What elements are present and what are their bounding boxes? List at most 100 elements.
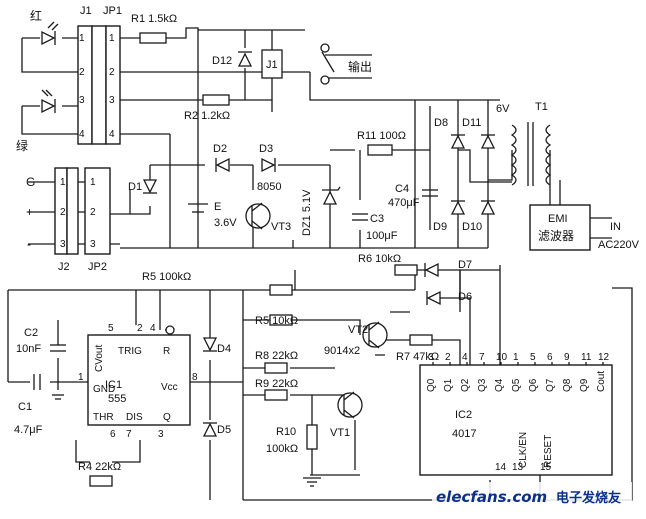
ic2-4017: IC2 4017 Q03Q12Q24Q37Q410Q51Q65Q76Q89Q91… xyxy=(419,352,613,476)
j1-label: J1 xyxy=(80,5,92,17)
emi-filter: EMI 滤波器 IN AC220V xyxy=(529,204,640,251)
c4-value: 470μF xyxy=(388,197,420,209)
ic1-pin-q: Q xyxy=(163,412,171,423)
ic2-output-q4: Q4 xyxy=(494,378,505,392)
output-label: 输出 xyxy=(348,59,372,74)
ic2-bottom-pin-15: 15 xyxy=(540,462,552,473)
resistor-r11: R11 100Ω xyxy=(357,130,406,156)
resistor-r2: R2 1.2kΩ xyxy=(184,94,230,122)
d12-label: D12 xyxy=(212,55,232,67)
ic1-pinnum-1: 1 xyxy=(78,372,84,383)
resistor-r10: R10 100kΩ xyxy=(266,424,318,455)
diode-d6: D6 xyxy=(426,290,472,306)
jp1-pin-4: 4 xyxy=(109,129,115,140)
ic2-top-pin-number: 12 xyxy=(598,352,610,363)
r2-label: R2 1.2kΩ xyxy=(184,110,230,122)
ic2-output-q2: Q2 xyxy=(460,378,471,392)
led-red: 红 xyxy=(30,8,59,46)
jp2-pin-3: 3 xyxy=(90,239,96,250)
ic2-output-q6: Q6 xyxy=(528,378,539,392)
ic2-top-pin-number: 5 xyxy=(530,352,536,363)
diode-d12: D12 xyxy=(212,51,253,67)
diode-d7: D7 xyxy=(424,259,472,278)
jp1-label: JP1 xyxy=(103,5,122,17)
battery-value: 3.6V xyxy=(214,217,237,229)
vt1-label: VT1 xyxy=(330,427,350,439)
connector-jp2: JP2 1 2 3 xyxy=(84,167,111,273)
battery-e: E 3.6V xyxy=(188,201,237,229)
transistor-vt1: VT1 xyxy=(330,391,363,439)
led-red-label: 红 xyxy=(30,8,42,23)
d8-label: D8 xyxy=(434,117,448,129)
j1-pin-4: 4 xyxy=(79,129,85,140)
resistor-r5-10k: R5 10kΩ xyxy=(255,314,298,327)
ic2-top-pin-number: 7 xyxy=(479,352,485,363)
diode-d4: D4 xyxy=(202,337,231,355)
vt3-type-label: 8050 xyxy=(257,181,281,193)
r10-name: R10 xyxy=(276,426,296,438)
jp1-pin-1: 1 xyxy=(109,33,115,44)
vt2-type-label: 9014x2 xyxy=(324,345,360,357)
watermark: elecfans.com 电子发烧友 xyxy=(432,482,632,508)
ic1-pinnum-2: 2 xyxy=(137,323,143,334)
jp2-pin-1: 1 xyxy=(90,177,96,188)
connector-j1: J1 1 2 3 4 xyxy=(77,5,107,145)
j2-pin-2: 2 xyxy=(60,207,66,218)
led-green-label: 绿 xyxy=(16,138,28,153)
jp1-pin-2: 2 xyxy=(109,67,115,78)
ic2-top-pin-number: 9 xyxy=(564,352,570,363)
ic1-pin-gnd: GND xyxy=(93,384,115,395)
d6-label: D6 xyxy=(458,291,472,303)
ic1-555: IC1 555 CVout TRIG R GND Vcc THR DIS Q 5… xyxy=(78,323,198,440)
d10-label: D10 xyxy=(462,221,482,233)
ground-symbol-555 xyxy=(52,394,64,400)
r9-label: R9 22kΩ xyxy=(255,378,298,390)
watermark-site: elecfans.com xyxy=(436,488,547,506)
c1-value: 4.7μF xyxy=(14,424,43,436)
resistor-r7: R7 47kΩ xyxy=(396,334,439,363)
relay-output-contacts: 输出 xyxy=(320,43,372,85)
ic1-pin-trig: TRIG xyxy=(118,346,142,357)
r7-label: R7 47kΩ xyxy=(396,351,439,363)
c2-value: 10nF xyxy=(16,343,41,355)
transformer-t1: T1 6V xyxy=(496,101,552,186)
r8-label: R8 22kΩ xyxy=(255,350,298,362)
watermark-cn: 电子发烧友 xyxy=(556,490,621,506)
in-label-1: IN xyxy=(610,221,621,233)
ic1-pin-thr: THR xyxy=(93,412,114,423)
d3-label: D3 xyxy=(259,143,273,155)
d11-label: D11 xyxy=(462,117,481,129)
connector-jp1: JP1 1 2 3 4 xyxy=(103,5,122,145)
ic2-reset-label: RESET xyxy=(543,435,554,468)
relay-coil-j1: J1 xyxy=(261,49,283,79)
r11-label: R11 100Ω xyxy=(357,130,406,142)
vt3-label: VT3 xyxy=(271,221,291,233)
ic2-bottom-pin-14: 14 xyxy=(495,462,507,473)
jp2-pin-2: 2 xyxy=(90,207,96,218)
d4-label: D4 xyxy=(217,343,231,355)
bridge-rectifier: D8 D11 D9 D10 xyxy=(433,117,496,233)
ic1-pin-cvout: CVout xyxy=(94,345,105,372)
emi-label-1: EMI xyxy=(548,213,568,225)
ground-symbol-vt1 xyxy=(303,477,321,487)
ic2-top-pin-number: 10 xyxy=(496,352,508,363)
resistor-r4: R4 22kΩ xyxy=(78,461,121,487)
ic2-output-q8: Q8 xyxy=(562,378,573,392)
in-label-2: AC220V xyxy=(598,239,640,251)
jp1-pin-3: 3 xyxy=(109,95,115,106)
ic2-top-pin-number: 3 xyxy=(428,352,434,363)
battery-name: E xyxy=(214,201,221,213)
ic1-pinnum-5: 5 xyxy=(108,323,114,334)
diode-d2: D2 xyxy=(213,143,230,173)
j2-label: J2 xyxy=(58,261,70,273)
resistor-r9: R9 22kΩ xyxy=(255,378,298,401)
diode-d5: D5 xyxy=(202,422,231,437)
c1-name: C1 xyxy=(18,401,32,413)
capacitor-c3: C3 100μF xyxy=(352,213,398,242)
ic2-output-q0: Q0 xyxy=(426,378,437,392)
ic1-pinnum-8: 8 xyxy=(192,372,198,383)
transistor-vt3: 8050 VT3 xyxy=(245,181,291,233)
t1-label: T1 xyxy=(535,101,548,113)
j2-side-plus: + xyxy=(26,205,33,219)
